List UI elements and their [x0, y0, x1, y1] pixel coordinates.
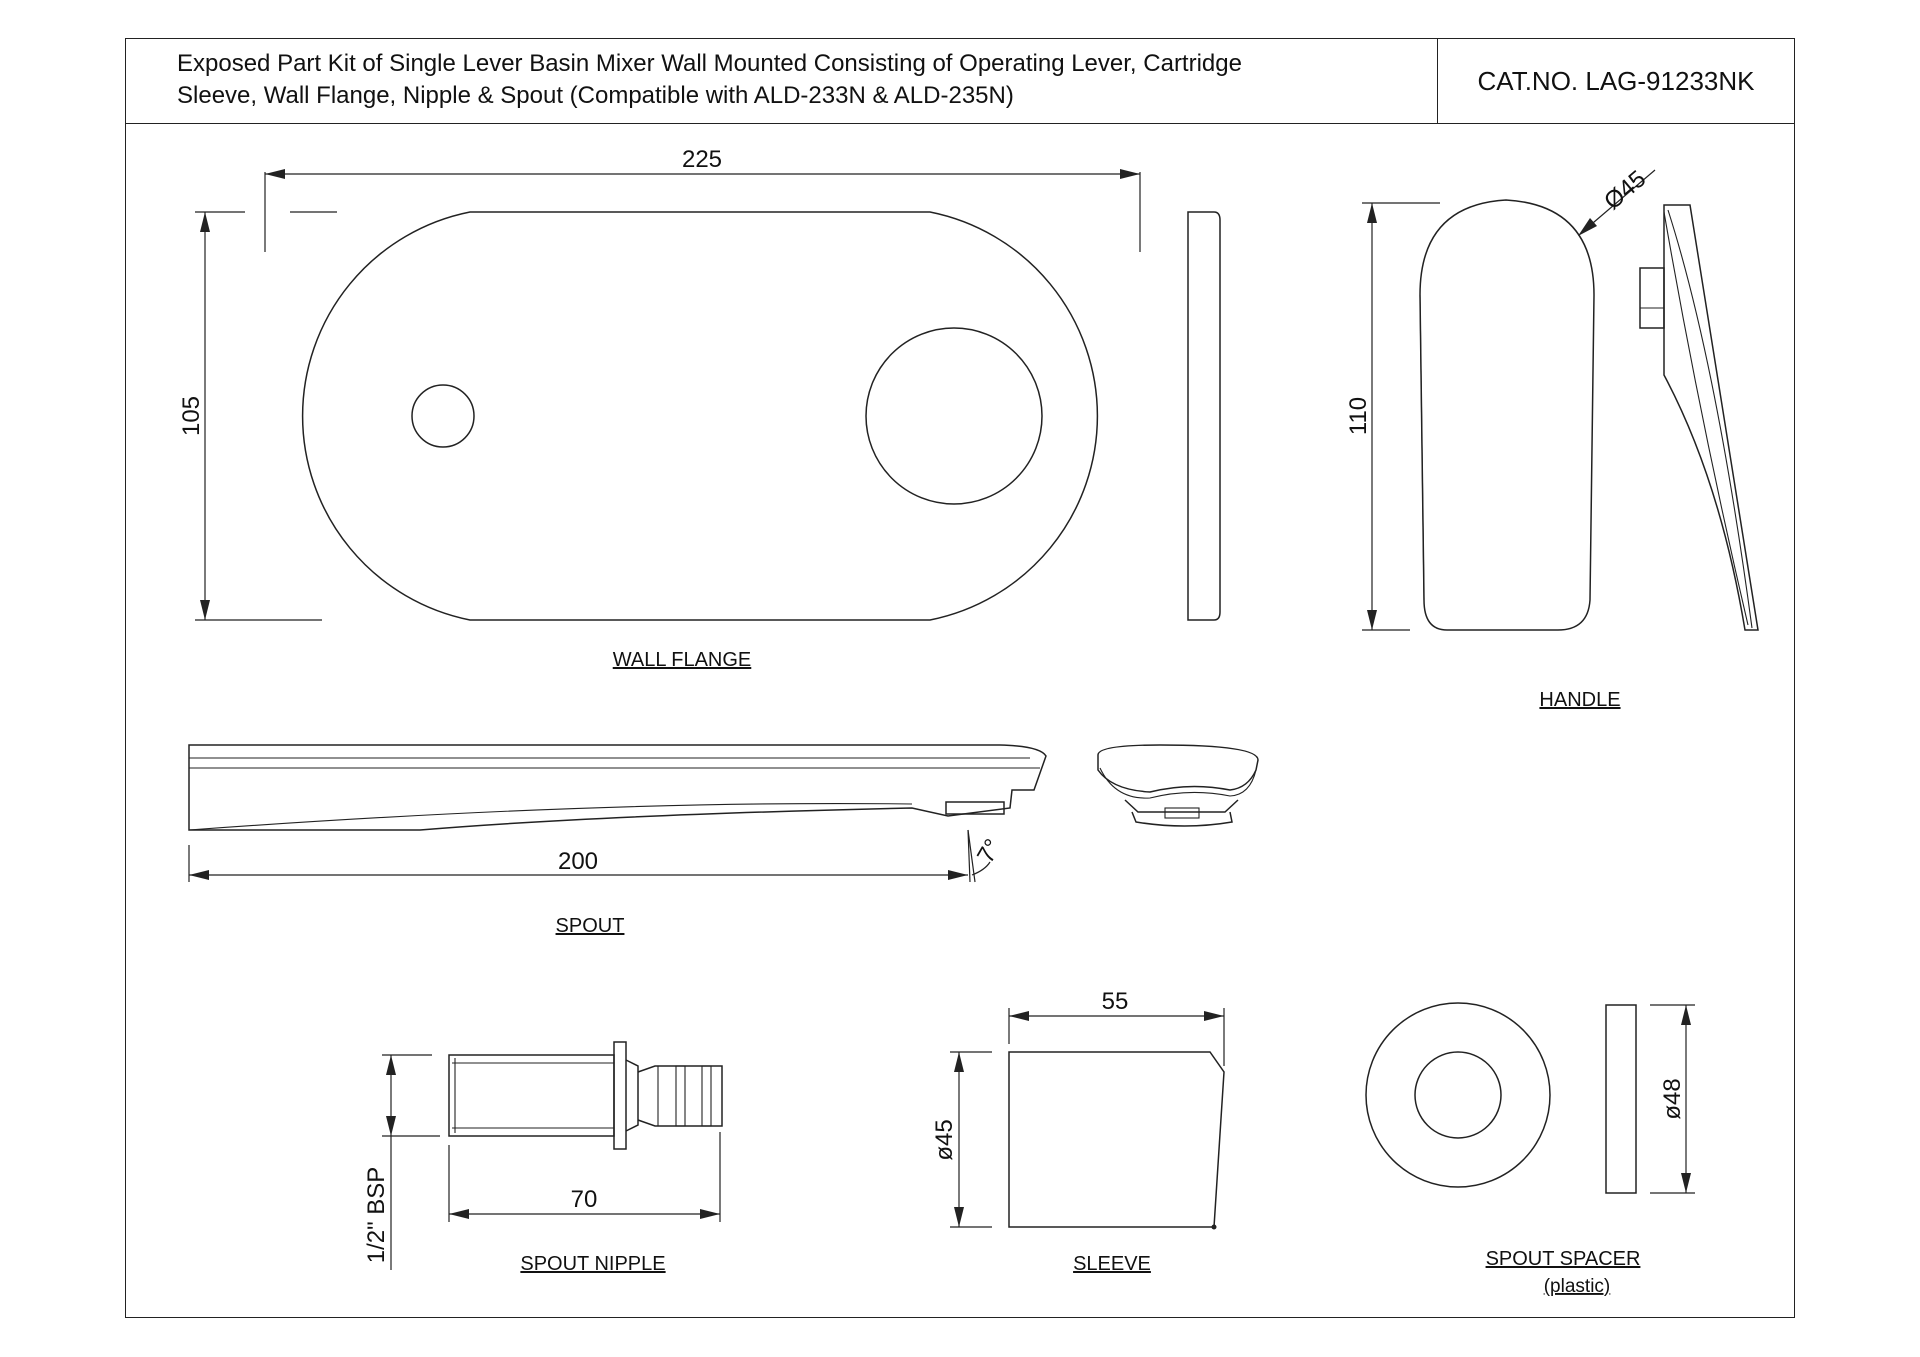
arrowhead	[948, 870, 968, 880]
title-divider	[1437, 38, 1438, 124]
wall-flange-cartridge-hole	[865, 327, 1043, 505]
spout-angle-line	[967, 829, 971, 883]
spacer-dia-value: ø48	[1659, 1078, 1686, 1119]
spout-underside-contour	[188, 802, 913, 831]
sleeve-length-value: 55	[1102, 988, 1129, 1015]
handle-view: 110 Ø45 HANDLE	[1345, 165, 1759, 711]
spout-label: SPOUT	[556, 915, 625, 937]
spout-end-aerator-slot	[1164, 807, 1200, 819]
catalog-number: CAT.NO. LAG-91233NK	[1477, 65, 1755, 96]
spout-outline	[188, 744, 1047, 831]
flange-width-value: 225	[682, 146, 722, 173]
spout-spacer-view: ø48 SPOUT SPACER (plastic)	[1365, 1002, 1695, 1297]
sleeve-corner-dot	[1211, 1224, 1217, 1230]
wall-flange-view: 225 105 WALL FLANGE	[178, 146, 1221, 671]
spout-end-contour	[1099, 767, 1257, 799]
wall-flange-side-view	[1187, 211, 1221, 621]
arrowhead	[386, 1055, 396, 1075]
spout-angle-arc	[971, 861, 991, 876]
handle-edge	[1419, 294, 1425, 601]
handle-side-contour	[1663, 211, 1749, 626]
sleeve-outline	[1008, 1051, 1225, 1228]
title-block: Exposed Part Kit of Single Lever Basin M…	[125, 38, 1795, 124]
spout-view: 200 7° SPOUT	[188, 744, 1259, 937]
arrowhead	[1367, 610, 1377, 630]
title-line-1: Exposed Part Kit of Single Lever Basin M…	[177, 50, 1242, 77]
spout-angle-line	[967, 829, 976, 883]
arrowhead	[386, 1116, 396, 1136]
handle-label: HANDLE	[1539, 689, 1620, 711]
arrowhead	[1204, 1011, 1224, 1021]
handle-side-contour	[1667, 209, 1753, 629]
nipple-length-value: 70	[571, 1186, 598, 1213]
arrowhead	[200, 212, 210, 232]
arrowhead	[1681, 1005, 1691, 1025]
spout-end-aerator	[1131, 811, 1233, 827]
flange-height-value: 105	[178, 396, 205, 436]
spout-nipple-view: 1/2" BSP 70 SPOUT NIPPLE	[363, 1041, 723, 1275]
wall-flange-outline	[301, 211, 1099, 621]
spout-nipple-label: SPOUT NIPPLE	[520, 1253, 665, 1275]
spout-end-view	[1097, 744, 1259, 793]
arrowhead	[200, 600, 210, 620]
handle-side-hub	[1639, 267, 1665, 329]
arrowhead	[1120, 169, 1140, 179]
nipple-threaded-body	[448, 1054, 615, 1137]
handle-front-outline	[1419, 199, 1595, 631]
handle-diameter-value: Ø45	[1599, 165, 1651, 215]
arrowhead	[1367, 203, 1377, 223]
arrowhead	[1681, 1173, 1691, 1193]
nipple-collar	[613, 1041, 627, 1150]
wall-flange-label: WALL FLANGE	[613, 649, 752, 671]
spout-aerator-slot	[945, 801, 1005, 815]
nipple-neck	[625, 1059, 639, 1132]
handle-side-outline	[1663, 204, 1759, 631]
spout-end-aerator-body	[1124, 799, 1239, 813]
title-description: Exposed Part Kit of Single Lever Basin M…	[177, 48, 1527, 112]
arrowhead	[1009, 1011, 1029, 1021]
arrowhead	[265, 169, 285, 179]
spout-length-value: 200	[558, 848, 598, 875]
arrowhead	[954, 1052, 964, 1072]
spout-angle-value: 7°	[972, 835, 1007, 868]
title-line-2: Sleeve, Wall Flange, Nipple & Spout (Com…	[177, 82, 1014, 109]
handle-height-value: 110	[1345, 397, 1372, 435]
spacer-side-view	[1605, 1004, 1637, 1194]
spout-spacer-label: SPOUT SPACER	[1486, 1248, 1641, 1270]
spout-spacer-sublabel: (plastic)	[1544, 1276, 1611, 1297]
arrowhead	[449, 1209, 469, 1219]
sleeve-dia-value: ø45	[931, 1119, 958, 1160]
arrowhead	[189, 870, 209, 880]
nipple-groove	[701, 1065, 712, 1127]
wall-flange-small-hole	[411, 384, 475, 448]
drawing-border	[125, 38, 1795, 1318]
sleeve-view: 55 ø45 SLEEVE	[931, 988, 1225, 1275]
nipple-tail	[637, 1065, 723, 1127]
spacer-outer-circle	[1365, 1002, 1551, 1188]
arrowhead	[700, 1209, 720, 1219]
nipple-thread-value: 1/2" BSP	[363, 1167, 390, 1264]
nipple-groove	[675, 1065, 686, 1127]
sleeve-label: SLEEVE	[1073, 1253, 1151, 1275]
arrowhead	[954, 1207, 964, 1227]
arrowhead	[1578, 218, 1597, 236]
spacer-inner-circle	[1414, 1051, 1502, 1139]
